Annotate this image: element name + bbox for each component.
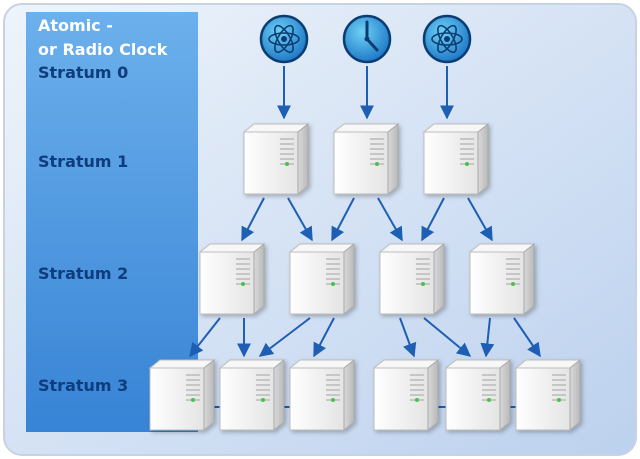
sync-arrow [331, 197, 355, 242]
sync-arrow [399, 317, 417, 358]
server-icon [444, 358, 512, 432]
server-icon [514, 358, 582, 432]
stratum-2-label: Stratum 2 [38, 264, 128, 283]
atom-icon [259, 14, 309, 64]
sync-arrow [480, 317, 495, 358]
stratum-0-label: Stratum 0 [38, 63, 128, 82]
sync-arrow [513, 317, 541, 358]
server-icon [288, 358, 356, 432]
server-icon [422, 122, 490, 196]
server-icon [242, 122, 310, 196]
clock-icon [342, 14, 392, 64]
sync-arrow [189, 317, 221, 358]
stratum-1-label: Stratum 1 [38, 152, 128, 171]
server-icon [332, 122, 400, 196]
header-line-2: or Radio Clock [38, 40, 168, 59]
server-icon [372, 358, 440, 432]
sync-arrow [377, 197, 403, 242]
server-icon [468, 242, 536, 316]
sync-arrow [467, 197, 493, 242]
sync-arrow [241, 197, 265, 242]
sync-arrow [287, 197, 313, 242]
server-icon [218, 358, 286, 432]
sync-arrow [423, 317, 472, 357]
server-icon [198, 242, 266, 316]
header-line-1: Atomic - [38, 16, 113, 35]
server-icon [148, 358, 216, 432]
atom-icon [422, 14, 472, 64]
sync-arrow [421, 197, 445, 242]
stratum-3-label: Stratum 3 [38, 376, 128, 395]
servers-layer [148, 122, 582, 432]
server-icon [378, 242, 446, 316]
sync-arrow [258, 317, 311, 357]
sync-arrow [313, 317, 335, 358]
server-icon [288, 242, 356, 316]
